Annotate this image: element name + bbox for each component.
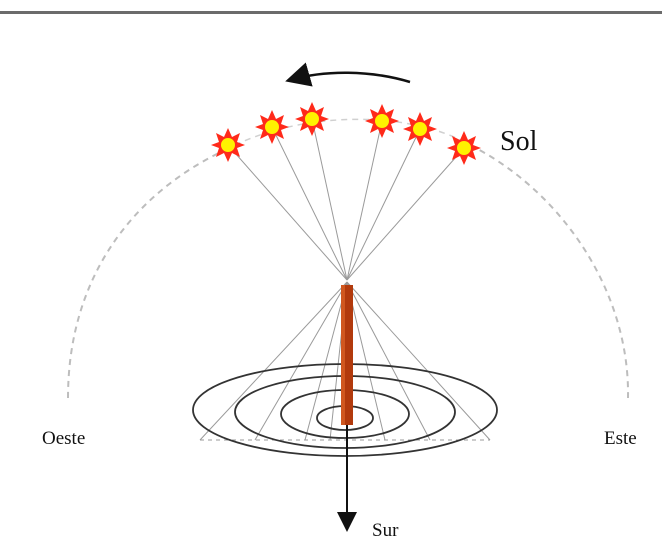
sun-motion-arrow (285, 62, 411, 87)
top-border-rule (0, 0, 662, 14)
sun-icon-4 (365, 104, 399, 138)
sun-label: Sol (500, 126, 538, 157)
west-label: Oeste (42, 428, 85, 449)
sun-icon-3 (295, 102, 329, 136)
sky-arc-top (224, 118, 471, 151)
sky-arc-right (469, 144, 630, 399)
east-label: Este (604, 428, 637, 449)
sun-icon-1 (211, 128, 245, 162)
shadow-lines (199, 281, 491, 441)
sun-icon-6 (447, 131, 481, 165)
sky-arc-left (67, 149, 226, 399)
gnomon-highlight (341, 285, 345, 425)
sun-rays (227, 118, 465, 281)
sun-icon-5 (403, 112, 437, 146)
sun-icon-2 (255, 110, 289, 144)
south-label: Sur (372, 520, 399, 541)
